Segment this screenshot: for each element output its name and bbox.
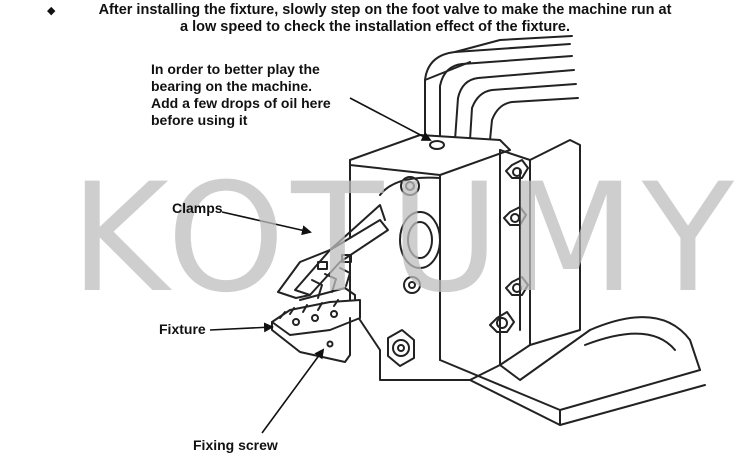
title-line-1: After installing the fixture, slowly ste… xyxy=(98,2,672,18)
fixture-label: Fixture xyxy=(159,321,206,337)
clamps-label: Clamps xyxy=(172,200,223,216)
oil-note-line-3: Add a few drops of oil here xyxy=(151,95,331,111)
oil-note-line-2: bearing on the machine. xyxy=(151,78,313,94)
page-title: After installing the fixture, slowly ste… xyxy=(0,2,750,36)
fixture-arrow xyxy=(209,322,274,333)
oil-note-label: In order to better play the bearing on t… xyxy=(151,61,331,129)
title-line-2: a low speed to check the installation ef… xyxy=(180,19,570,35)
fixing-screw-label: Fixing screw xyxy=(193,437,278,453)
oil-note-line-1: In order to better play the xyxy=(151,61,320,77)
oil-note-line-4: before using it xyxy=(151,112,248,128)
clamps-arrow xyxy=(221,211,312,236)
fixing-screw-arrow xyxy=(261,348,325,434)
diamond-bullet-icon: ◆ xyxy=(47,5,56,17)
oil-note-arrow xyxy=(349,97,432,141)
